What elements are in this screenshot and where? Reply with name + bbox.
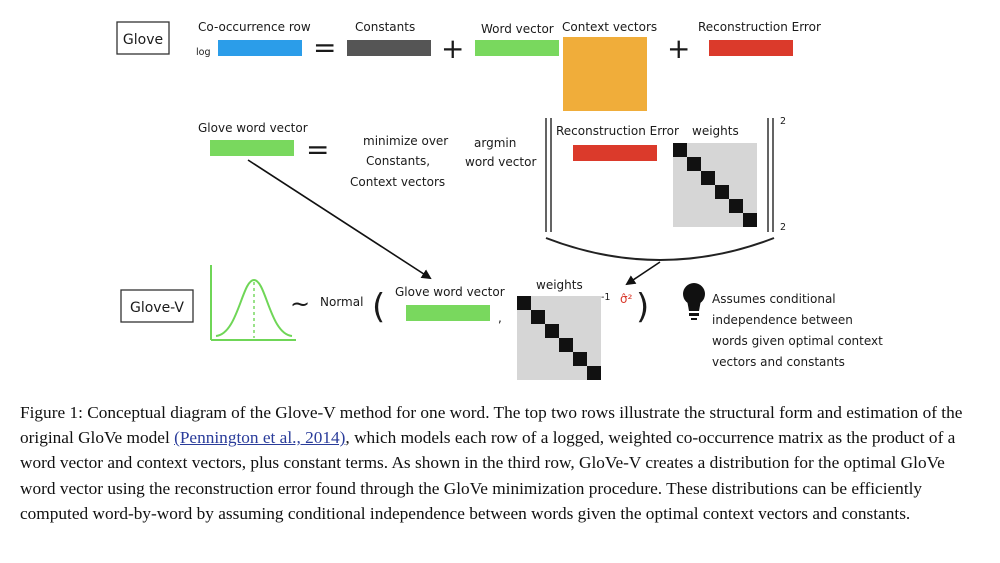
note-line-3: words given optimal context	[712, 334, 883, 348]
bulb-tip	[691, 318, 697, 320]
glove-box	[116, 21, 170, 55]
normal-curve-icon	[210, 265, 296, 341]
bulb-globe	[683, 283, 705, 305]
norm-subscript: 2	[780, 222, 786, 233]
recon-error-bar-mid	[573, 145, 657, 161]
normal-label: Normal	[320, 295, 363, 309]
close-paren: )	[636, 287, 649, 327]
word-vector-bar	[475, 40, 559, 56]
constants-label: Constants	[355, 20, 415, 34]
word-vector-label: Word vector	[481, 22, 554, 36]
glove-v-box	[120, 289, 194, 323]
recon-error-bar-top	[709, 40, 793, 56]
bulb-neck	[687, 300, 701, 311]
glove-v-label: Glove-V	[130, 300, 184, 316]
tilde-sign: ~	[290, 290, 310, 318]
figure-caption: Figure 1: Conceptual diagram of the Glov…	[20, 400, 982, 526]
bell-curve	[215, 278, 293, 337]
weights-matrix-bottom	[517, 296, 601, 380]
note-line-4: vectors and constants	[712, 355, 845, 369]
context-vectors-label: Context vectors	[562, 20, 657, 34]
diag-cell-mid-5	[729, 199, 743, 213]
constants-bar	[347, 40, 431, 56]
diag-cell-mid-1	[673, 143, 687, 157]
bottom-row: Glove-V ~ Normal ( Glove word vector , w…	[120, 265, 883, 380]
diag-cell-mid-2	[687, 157, 701, 171]
recon-error-label-mid: Reconstruction Error	[556, 124, 679, 138]
arrow-to-mean	[247, 159, 432, 280]
lightbulb-icon	[683, 283, 705, 320]
glove-word-vector-label-bottom: Glove word vector	[395, 285, 505, 299]
inverse-superscript: -1	[601, 292, 610, 303]
diag-cell-bottom-3	[545, 324, 559, 338]
diag-cell-bottom-1	[517, 296, 531, 310]
diag-cell-bottom-6	[587, 366, 601, 380]
glove-word-vector-bar-mid	[210, 140, 294, 156]
glove-v-diagram: Glove Co-occurrence row log = Constants …	[116, 20, 883, 380]
diag-cell-mid-6	[743, 213, 757, 227]
equals-sign-mid: =	[306, 133, 329, 166]
equals-sign-top: =	[313, 31, 336, 64]
open-paren: (	[372, 287, 385, 327]
citation-link[interactable]: (Pennington et al., 2014)	[174, 428, 346, 448]
underbrace-curve	[545, 237, 775, 261]
minimize-line-3: Context vectors	[350, 175, 445, 189]
top-row: Glove Co-occurrence row log = Constants …	[116, 20, 821, 111]
argmin-label: argmin	[474, 136, 516, 150]
weights-label-bottom: weights	[536, 278, 583, 292]
recon-error-label-top: Reconstruction Error	[698, 20, 821, 34]
sigma-squared: σ̂²	[620, 292, 633, 306]
diag-cell-mid-4	[715, 185, 729, 199]
diag-cell-mid-3	[701, 171, 715, 185]
caption-text-1: Figure 1: Conceptual diagram of the Glov…	[20, 403, 963, 448]
arrow-to-variance	[625, 261, 661, 286]
bulb-base	[689, 313, 699, 316]
diag-cell-bottom-4	[559, 338, 573, 352]
norm-superscript: 2	[780, 116, 786, 127]
comma-sign: ,	[498, 311, 502, 325]
diag-cell-bottom-5	[573, 352, 587, 366]
caption-text-2: , which models each row of a logged, wei…	[20, 428, 956, 523]
context-vectors-block	[563, 37, 647, 111]
plus-sign-2: +	[667, 32, 690, 65]
glove-word-vector-bar-bottom	[406, 305, 490, 321]
log-label: log	[196, 47, 210, 58]
note-line-2: independence between	[712, 313, 853, 327]
cooc-row-label: Co-occurrence row	[198, 20, 311, 34]
weights-label-mid: weights	[692, 124, 739, 138]
middle-row: Glove word vector = minimize over Consta…	[198, 116, 786, 261]
diag-cell-bottom-2	[531, 310, 545, 324]
glove-label: Glove	[123, 32, 163, 48]
argmin-word-vector-label: word vector	[465, 155, 536, 169]
note-line-1: Assumes conditional	[712, 292, 836, 306]
minimize-line-2: Constants,	[366, 154, 430, 168]
plus-sign-1: +	[441, 32, 464, 65]
weights-matrix-mid	[673, 143, 757, 227]
minimize-line-1: minimize over	[363, 134, 448, 148]
cooc-row-bar	[218, 40, 302, 56]
glove-word-vector-label-mid: Glove word vector	[198, 121, 308, 135]
